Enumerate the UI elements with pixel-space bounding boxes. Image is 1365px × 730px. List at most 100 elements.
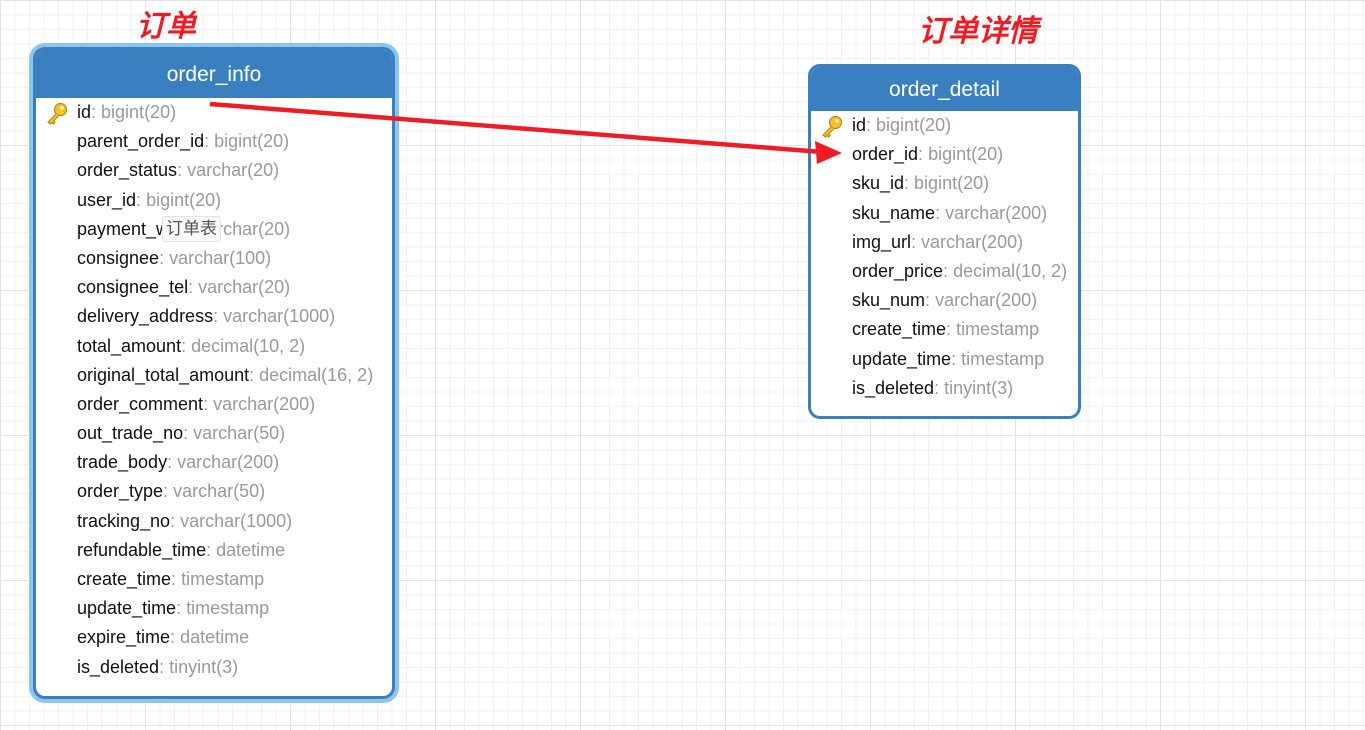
column-type: varchar(200) — [935, 290, 1038, 311]
column-type: datetime — [216, 539, 286, 560]
column-type: varchar(200) — [177, 452, 280, 473]
column-type: varchar(20) — [187, 160, 280, 181]
column-type: tinyint(3) — [944, 377, 1014, 398]
column-name: id — [852, 115, 867, 135]
column-separator: : — [213, 306, 224, 327]
column-name: total_amount — [77, 335, 182, 356]
column-separator: : — [866, 115, 877, 135]
column-name: tracking_no — [77, 510, 171, 531]
table-order-detail[interactable]: order_detail id: bigint(20)order_id: big… — [808, 64, 1081, 419]
column-type: decimal(16, 2) — [259, 364, 374, 385]
column-type: timestamp — [181, 569, 265, 589]
column-separator: : — [925, 290, 936, 311]
column-name: update_time — [852, 348, 952, 369]
column-row-sku-id[interactable]: sku_id: bigint(20) — [811, 169, 1078, 198]
table-header-order-info[interactable]: order_info — [36, 50, 392, 98]
column-row-order-price[interactable]: order_price: decimal(10, 2) — [811, 257, 1078, 286]
column-row-out-trade-no[interactable]: out_trade_no: varchar(50) — [36, 419, 392, 448]
order-table-label: 订单 — [136, 9, 196, 44]
column-type: bigint(20) — [146, 189, 222, 210]
column-name: order_price — [852, 260, 944, 281]
column-type: timestamp — [961, 348, 1045, 369]
primary-key-icon — [820, 114, 844, 138]
column-row-tracking-no[interactable]: tracking_no: varchar(1000) — [36, 507, 392, 536]
column-separator: : — [904, 173, 915, 194]
column-separator: : — [177, 160, 188, 181]
column-separator: : — [91, 102, 102, 122]
column-row-original-total-amount[interactable]: original_total_amount: decimal(16, 2) — [36, 361, 392, 390]
column-type: bigint(20) — [101, 102, 177, 122]
column-row-sku-name[interactable]: sku_name: varchar(200) — [811, 199, 1078, 228]
column-name: consignee_tel — [77, 277, 189, 298]
column-row-order-id[interactable]: order_id: bigint(20) — [811, 140, 1078, 169]
column-name: order_comment — [77, 393, 204, 414]
column-row-create-time[interactable]: create_time: timestamp — [811, 315, 1078, 344]
column-type: varchar(20) — [198, 277, 291, 298]
column-separator: : — [181, 335, 192, 356]
column-row-id[interactable]: id: bigint(20) — [811, 111, 1078, 140]
column-separator: : — [136, 189, 147, 210]
column-name: order_status — [77, 160, 178, 181]
column-row-payment-way[interactable]: payment_way: varchar(20) — [36, 215, 392, 244]
column-separator: : — [911, 231, 922, 252]
column-separator: : — [170, 627, 181, 648]
column-type: bigint(20) — [876, 115, 952, 135]
column-row-trade-body[interactable]: trade_body: varchar(200) — [36, 448, 392, 477]
column-name: img_url — [852, 231, 912, 252]
column-row-refundable-time[interactable]: refundable_time: datetime — [36, 536, 392, 565]
column-row-consignee-tel[interactable]: consignee_tel: varchar(20) — [36, 273, 392, 302]
column-type: varchar(1000) — [180, 510, 293, 531]
column-row-update-time[interactable]: update_time: timestamp — [36, 594, 392, 623]
column-name: out_trade_no — [77, 423, 184, 444]
column-row-id[interactable]: id: bigint(20) — [36, 98, 392, 127]
column-type: varchar(200) — [945, 202, 1048, 223]
column-type: varchar(50) — [173, 481, 266, 502]
column-type: varchar(100) — [169, 247, 272, 268]
column-name: is_deleted — [852, 377, 935, 398]
column-separator: : — [176, 598, 187, 619]
column-type: bigint(20) — [914, 173, 990, 194]
table-header-order-detail[interactable]: order_detail — [811, 67, 1078, 111]
column-separator: : — [159, 247, 170, 268]
column-type: varchar(200) — [921, 231, 1024, 252]
column-name: payment_way — [77, 218, 189, 239]
column-row-order-status[interactable]: order_status: varchar(20) — [36, 156, 392, 185]
column-type: bigint(20) — [214, 131, 290, 152]
column-name: consignee — [77, 247, 160, 268]
column-separator: : — [163, 481, 174, 502]
table-order-info[interactable]: order_info id: bigint(20)parent_order_id… — [33, 47, 395, 699]
column-name: delivery_address — [77, 306, 214, 327]
column-row-user-id[interactable]: user_id: bigint(20) — [36, 186, 392, 215]
column-row-create-time[interactable]: create_time: timestamp — [36, 565, 392, 594]
column-type: bigint(20) — [928, 144, 1004, 165]
column-row-total-amount[interactable]: total_amount: decimal(10, 2) — [36, 332, 392, 361]
column-name: sku_num — [852, 290, 926, 311]
column-separator: : — [159, 656, 170, 677]
column-row-order-type[interactable]: order_type: varchar(50) — [36, 477, 392, 506]
column-separator: : — [204, 131, 215, 152]
column-type: timestamp — [186, 598, 270, 619]
column-row-expire-time[interactable]: expire_time: datetime — [36, 623, 392, 652]
column-name: user_id — [77, 189, 137, 210]
column-list-order-info: id: bigint(20)parent_order_id: bigint(20… — [36, 98, 392, 678]
column-type: timestamp — [956, 319, 1040, 340]
column-separator: : — [203, 393, 214, 414]
column-row-order-comment[interactable]: order_comment: varchar(200) — [36, 390, 392, 419]
column-row-parent-order-id[interactable]: parent_order_id: bigint(20) — [36, 127, 392, 156]
column-separator: : — [951, 348, 962, 369]
column-separator: : — [918, 144, 929, 165]
column-row-is-deleted[interactable]: is_deleted: tinyint(3) — [811, 374, 1078, 403]
column-name: order_type — [77, 481, 164, 502]
column-name: update_time — [77, 598, 177, 619]
column-row-update-time[interactable]: update_time: timestamp — [811, 345, 1078, 374]
column-row-sku-num[interactable]: sku_num: varchar(200) — [811, 286, 1078, 315]
column-name: create_time — [77, 569, 172, 589]
column-name: parent_order_id — [77, 131, 205, 152]
column-row-img-url[interactable]: img_url: varchar(200) — [811, 228, 1078, 257]
column-separator: : — [206, 539, 217, 560]
column-name: expire_time — [77, 627, 171, 648]
column-row-consignee[interactable]: consignee: varchar(100) — [36, 244, 392, 273]
column-type: varchar(50) — [193, 423, 286, 444]
column-row-is-deleted[interactable]: is_deleted: tinyint(3) — [36, 653, 392, 682]
column-row-delivery-address[interactable]: delivery_address: varchar(1000) — [36, 302, 392, 331]
